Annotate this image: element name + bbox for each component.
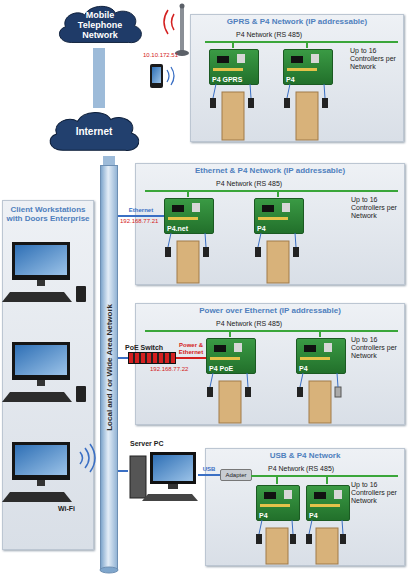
cloud-outline bbox=[50, 113, 139, 151]
panel-heading: Power over Ethernet (IP addressable) bbox=[136, 306, 404, 315]
controller-label: P4 PoE bbox=[209, 365, 233, 372]
controller-board: P4 bbox=[254, 198, 304, 234]
controller-label: P4 bbox=[309, 512, 318, 519]
controller-board: P4 PoE bbox=[206, 338, 256, 374]
network-link bbox=[118, 357, 128, 359]
controller-board: P4.net bbox=[164, 198, 214, 234]
bus-label: P4 Network (RS 485) bbox=[216, 320, 282, 327]
wireless-wave bbox=[171, 67, 174, 85]
note-text: Up to 16 Controllers per Network bbox=[350, 47, 400, 71]
controller-label: P4 bbox=[257, 225, 266, 232]
controller-board: P4 GPRS bbox=[209, 49, 259, 85]
controller-label: P4 bbox=[259, 512, 268, 519]
bus-label: P4 Network (RS 485) bbox=[268, 465, 334, 472]
wifi-label: Wi-Fi bbox=[58, 505, 75, 512]
link-label: USB bbox=[203, 466, 216, 473]
workstation-panel: Client Workstations with Doors Enterpris… bbox=[2, 200, 94, 550]
bus-label: P4 Network (RS 485) bbox=[236, 31, 302, 38]
controller-board: P4 bbox=[306, 485, 350, 521]
note-text: Up to 16 Controllers per Network bbox=[351, 336, 401, 360]
network-cloud: Internet bbox=[42, 108, 146, 156]
poe-switch: PoE Switch bbox=[128, 352, 176, 364]
cloud-label: Mobile Telephone Network bbox=[52, 10, 148, 40]
signal-wave bbox=[172, 14, 175, 30]
panel-heading: GPRS & P4 Network (IP addressable) bbox=[191, 17, 403, 26]
link-label: Power & Ethernet bbox=[176, 342, 206, 356]
ip-address: 10.10.172.51 bbox=[143, 52, 178, 58]
mobile-phone bbox=[150, 64, 163, 88]
controller-label: P4 GPRS bbox=[212, 76, 242, 83]
phone-screen bbox=[152, 67, 161, 83]
bus-label: P4 Network (RS 485) bbox=[216, 180, 282, 187]
panel-heading: Client Workstations with Doors Enterpris… bbox=[6, 205, 90, 223]
note-text: Up to 16 Controllers per Network bbox=[351, 196, 401, 220]
panel-heading: Ethernet & P4 Network (IP addressable) bbox=[136, 166, 404, 175]
ip-address: 192.168.77.21 bbox=[120, 218, 158, 224]
pipe-label: Local and / or Wide Area Network bbox=[105, 304, 114, 431]
server-monitor bbox=[150, 452, 196, 484]
network-panel: USB & P4 Network P4 Network (RS 485) Up to… bbox=[205, 448, 405, 566]
controller-board: P4 bbox=[256, 485, 300, 521]
server-pc: Server PC bbox=[128, 440, 198, 502]
ip-address: 192.168.77.22 bbox=[150, 366, 188, 372]
usb-adapter: Adapter bbox=[220, 469, 252, 481]
panel-heading: USB & P4 Network bbox=[206, 451, 404, 460]
signal-wave bbox=[164, 10, 168, 34]
server-tower bbox=[130, 456, 146, 498]
device-label: Server PC bbox=[130, 440, 163, 447]
controller-board: P4 bbox=[296, 338, 346, 374]
antenna bbox=[180, 6, 184, 52]
network-pipe: Local and / or Wide Area Network bbox=[100, 165, 118, 570]
wireless-wave bbox=[167, 70, 169, 82]
network-link bbox=[103, 156, 115, 165]
cloud-label: Internet bbox=[60, 127, 129, 137]
antenna-tip bbox=[180, 4, 185, 9]
network-panel: Ethernet & P4 Network (IP addressable) P4… bbox=[135, 163, 405, 285]
keyboard bbox=[142, 494, 198, 501]
controller-label: P4 bbox=[299, 365, 308, 372]
network-cloud: Mobile Telephone Network bbox=[52, 2, 148, 48]
network-panel: GPRS & P4 Network (IP addressable) P4 Net… bbox=[190, 14, 404, 142]
monitor-stand bbox=[168, 484, 178, 489]
network-link bbox=[118, 470, 128, 472]
controller-board: P4 bbox=[283, 49, 333, 85]
controller-label: P4.net bbox=[167, 225, 188, 232]
device-label: Adapter bbox=[225, 472, 246, 478]
note-text: Up to 16 Controllers per Network bbox=[351, 481, 401, 505]
server-screen bbox=[153, 455, 193, 481]
device-label: PoE Switch bbox=[125, 344, 163, 351]
network-link bbox=[93, 48, 105, 108]
link-label: Ethernet bbox=[129, 207, 153, 214]
network-panel: Power over Ethernet (IP addressable) P4 N… bbox=[135, 303, 405, 425]
controller-label: P4 bbox=[286, 76, 295, 83]
